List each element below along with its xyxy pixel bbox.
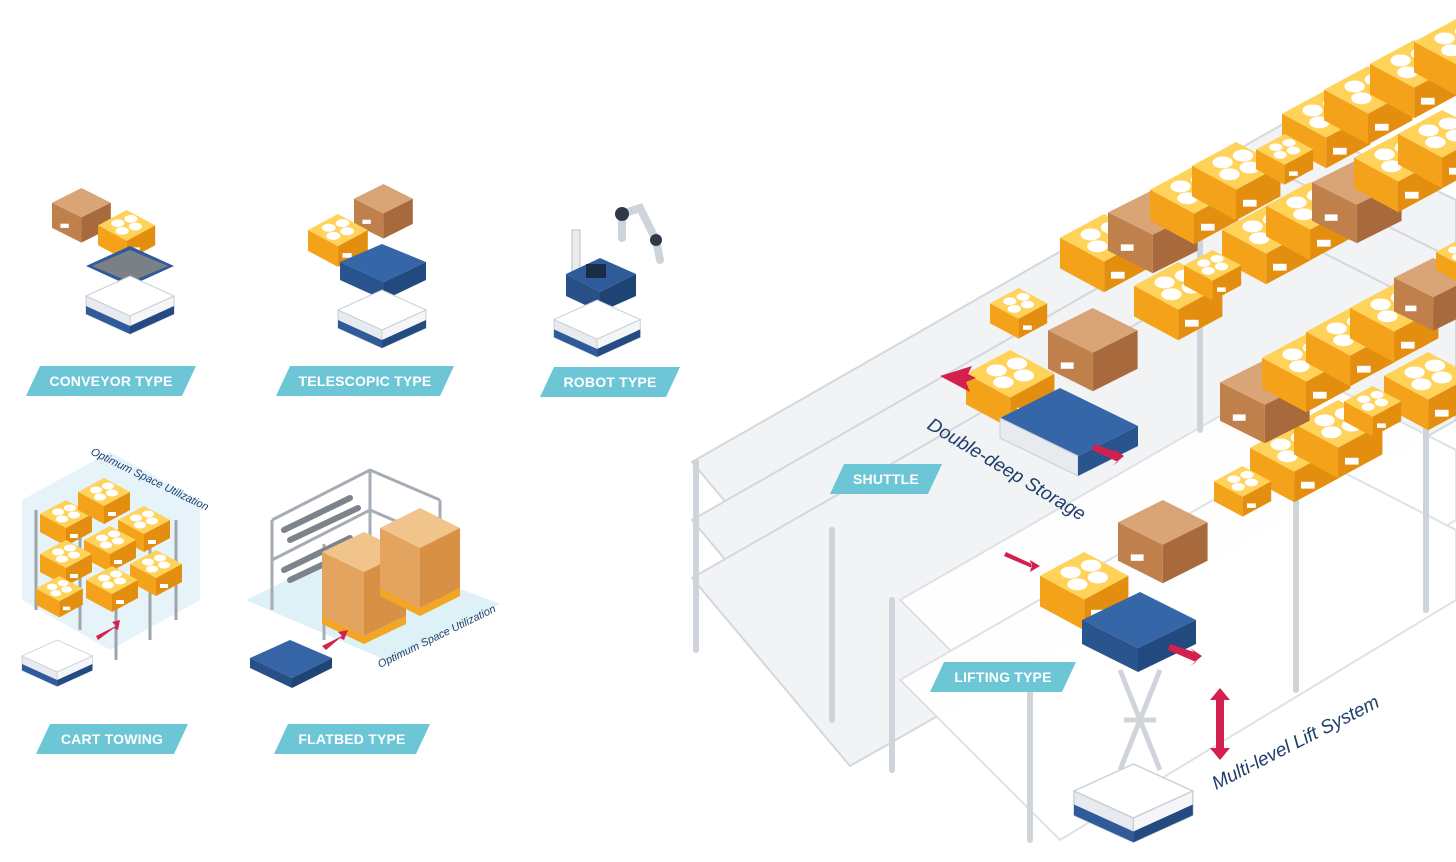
- cart-towing-tag: CART TOWING: [36, 724, 188, 754]
- lifting-type-tag: LIFTING TYPE: [930, 662, 1076, 692]
- cart-towing-illustration: Optimum Space Utilization: [21, 446, 210, 687]
- shuttle-tag: SHUTTLE: [830, 464, 942, 494]
- robot-type-tag: ROBOT TYPE: [540, 367, 680, 397]
- conveyor-type-tag: CONVEYOR TYPE: [26, 366, 196, 396]
- flatbed-type-label: FLATBED TYPE: [298, 731, 406, 747]
- telescopic-type-robot: [308, 184, 427, 349]
- lifting-type-robot: [1004, 552, 1230, 843]
- flatbed-robot: [250, 640, 332, 688]
- shuttle-robot: [940, 350, 1138, 477]
- cart-towing-label: CART TOWING: [60, 731, 164, 747]
- lifting-type-label: LIFTING TYPE: [954, 669, 1052, 685]
- telescopic-type-tag: TELESCOPIC TYPE: [276, 366, 454, 396]
- telescopic-type-label: TELESCOPIC TYPE: [298, 373, 432, 389]
- conveyor-type-label: CONVEYOR TYPE: [49, 373, 173, 389]
- pallet-of-boxes-right: [380, 508, 460, 616]
- flatbed-type-tag: FLATBED TYPE: [274, 724, 430, 754]
- flatbed-illustration: Optimum Space Utilization: [246, 468, 500, 688]
- shuttle-label: SHUTTLE: [853, 471, 919, 487]
- robot-type-label: ROBOT TYPE: [563, 374, 657, 390]
- robot-arm-type-robot: [553, 203, 664, 358]
- conveyor-type-robot: [52, 188, 175, 335]
